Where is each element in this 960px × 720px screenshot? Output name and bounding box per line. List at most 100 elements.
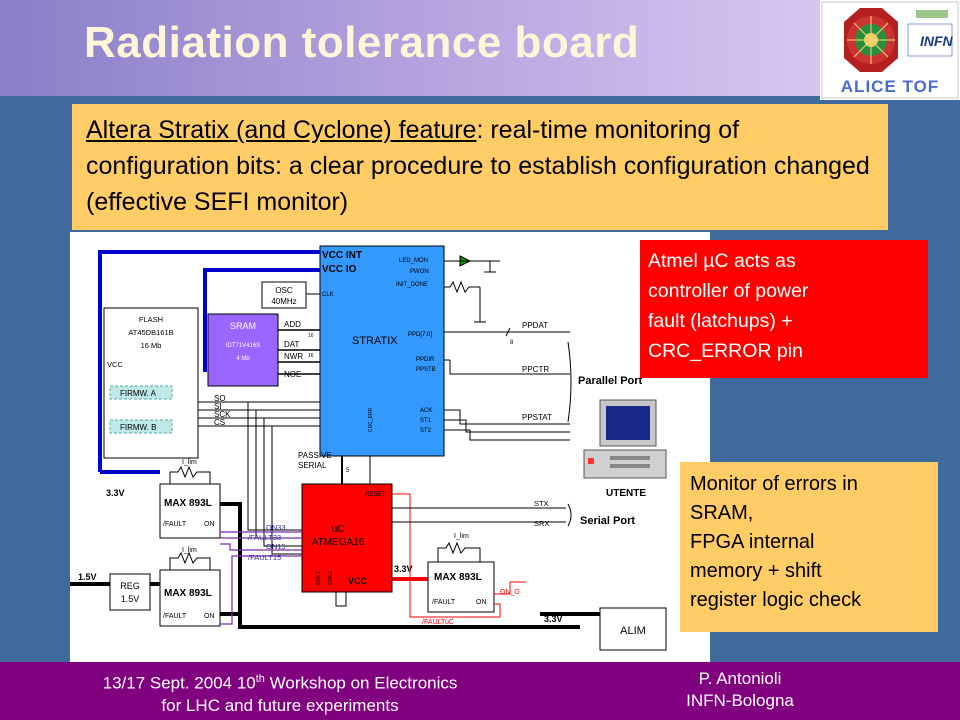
schematic-svg: VCC INT VCC IO STRATIX LED_MON PWON INIT…: [70, 245, 667, 651]
serial-stx: STX: [534, 499, 549, 508]
flash-line3: 16 Mb: [141, 341, 162, 350]
monitor-line1: Monitor of errors in: [690, 473, 858, 495]
stratix-feature-callout: Altera Stratix (and Cyclone) feature: re…: [72, 104, 888, 230]
spi-wires: [198, 401, 320, 555]
pp-ppctr: PPCTR: [522, 365, 549, 374]
stratix-name: STRATIX: [352, 335, 398, 347]
sram-chip: [207, 313, 279, 387]
uc-reset: RESET: [365, 492, 385, 498]
max2-rlim: [169, 551, 211, 570]
max3-on: ON: [476, 599, 487, 606]
serial-brace: [567, 503, 572, 527]
footer-left-line2: for LHC and future experiments: [161, 695, 399, 715]
stratix-ppstb: PPSTB: [416, 367, 436, 373]
flash-firm-b: FIRMW. B: [120, 423, 156, 432]
net-fault15: /FAULT15: [248, 553, 281, 562]
logo-graphic: INFN ALICE TOF: [821, 1, 959, 99]
max3-ilim: I_lim: [454, 533, 469, 540]
utente-label: UTENTE: [606, 488, 646, 499]
serial-port-label: Serial Port: [580, 515, 635, 527]
computer-icon: [583, 399, 667, 479]
v15-label: 1.5V: [78, 572, 97, 582]
max893l-3: [427, 561, 495, 613]
max3-fault: /FAULT: [432, 599, 456, 606]
bus8: 8: [510, 340, 514, 346]
parallel-port-label: Parallel Port: [578, 375, 643, 387]
spi-cs: CS: [214, 418, 225, 427]
net-on-g: ON_G: [500, 589, 520, 596]
uc-line1: uC: [332, 524, 345, 535]
monitor-line2: SRAM,: [690, 502, 754, 524]
flash-firm-a: FIRMW. A: [120, 389, 157, 398]
firmware-b-block: [109, 419, 173, 434]
footer-right-line2: INFN-Bologna: [686, 691, 794, 710]
title-bar: [0, 0, 820, 96]
max1-ilim: I_lim: [182, 459, 197, 466]
logo-small-text: INFN: [920, 33, 954, 49]
net-on15: ON15: [266, 542, 286, 551]
stratix-clk: CLK: [322, 292, 334, 298]
callout-underlined-text: Altera Stratix (and Cyclone) feature: [86, 116, 477, 144]
max1-fault: /FAULT: [163, 521, 187, 528]
ground-rails: [70, 502, 600, 629]
spi-sck: SCK: [214, 410, 231, 419]
max3-rlim: [437, 541, 481, 562]
v33c-label: 3.3V: [544, 614, 563, 624]
control-nets: [220, 531, 302, 625]
uc-xtal1: XTAL1: [316, 571, 322, 586]
v33a-label: 3.3V: [106, 488, 125, 498]
monitor-line4: memory + shift: [690, 560, 822, 582]
max2-ilim: I_lim: [182, 547, 197, 554]
pp-ppdat: PPDAT: [522, 321, 548, 330]
footer: 13/17 Sept. 2004 10th Workshop on Electr…: [0, 662, 960, 720]
stratix-chip: [319, 245, 445, 457]
parallel-port-wires: [444, 331, 570, 441]
stratix-crc-err: CRC_ERR: [368, 407, 374, 432]
sram-bus16a: 16: [308, 333, 314, 339]
max893l-2: [159, 569, 221, 627]
flash-line1: FLASH: [139, 315, 163, 324]
sram-bus16b: 16: [308, 353, 314, 359]
pp-ppstat: PPSTAT: [522, 413, 552, 422]
logo-text: ALICE TOF: [841, 77, 939, 96]
reg-line1: REG: [120, 581, 140, 591]
flash-line2: AT45DB161B: [128, 328, 173, 337]
flash-vcc: VCC: [107, 360, 123, 369]
uc-chip: [301, 483, 393, 593]
alim-box: [599, 607, 667, 651]
crystal-icon: [335, 591, 347, 607]
max893l-1: [159, 483, 221, 539]
footer-left-pre: 13/17 Sept. 2004 10: [102, 673, 256, 693]
stratix-ppdir: PPDIR: [416, 357, 435, 363]
monitor-callout: Monitor of errors in SRAM, FPGA internal…: [680, 462, 938, 632]
passive-line1: PASSIVE: [298, 451, 332, 460]
net-on33: ON33: [266, 523, 286, 532]
reg-box: [109, 573, 151, 611]
alice-tof-logo: INFN ALICE TOF: [820, 0, 960, 100]
atmel-line1: Atmel µC acts as: [648, 250, 796, 272]
osc-line2: 40MHz: [271, 297, 296, 306]
atmel-callout: Atmel µC acts as controller of power fau…: [640, 240, 928, 378]
bus5: 5: [346, 468, 350, 474]
spi-so: SO: [214, 394, 226, 403]
serial-srx: SRX: [534, 519, 549, 528]
sram-bus-wires: [278, 329, 320, 375]
stratix-init-done: INIT_DONE: [396, 282, 428, 288]
stratix-led-mon: LED_MON: [399, 258, 428, 264]
net-faultuc: /FAULTuC: [422, 619, 454, 626]
sram-line2: IDT71V416S: [226, 343, 260, 349]
v33b-label: 3.3V: [394, 564, 413, 574]
uc-red-nets: [392, 493, 526, 618]
reg-line2: 1.5V: [121, 594, 140, 604]
slide-title: Radiation tolerance board: [84, 18, 640, 67]
max2-name: MAX 893L: [164, 588, 212, 599]
schematic-diagram: VCC INT VCC IO STRATIX LED_MON PWON INIT…: [70, 232, 710, 662]
serial-wires: [392, 507, 566, 523]
uc-xtal2: XTAL2: [328, 571, 334, 586]
callout-rest-text: : real-time monitoring of configuration …: [86, 116, 870, 216]
stratix-vcc-io: VCC IO: [322, 264, 357, 275]
max1-rlim: [169, 465, 211, 484]
sram-nwr: NWR: [284, 352, 303, 361]
monitor-line5: register logic check: [690, 589, 862, 611]
footer-left-post: Workshop on Electronics: [264, 673, 458, 693]
